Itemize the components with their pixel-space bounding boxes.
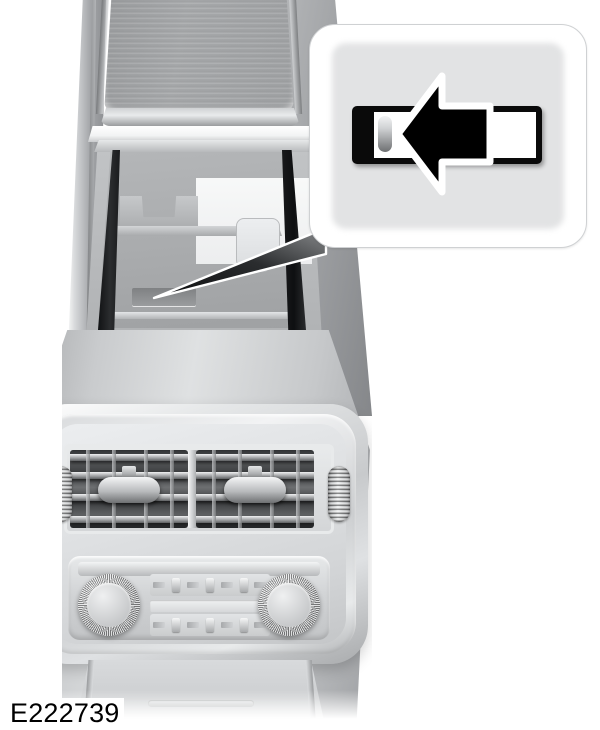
latch-tab-icon xyxy=(378,116,392,152)
figure-id-label: E222739 xyxy=(6,698,124,728)
temperature-icon xyxy=(254,582,267,588)
climate-button[interactable] xyxy=(205,618,214,632)
seat-heat-icon xyxy=(153,622,166,628)
air-vent-right[interactable] xyxy=(196,450,314,528)
armrest-lip xyxy=(100,108,300,126)
climate-panel-topbar xyxy=(78,562,320,576)
fan-icon xyxy=(153,582,166,588)
vent-louver xyxy=(196,516,314,523)
airflow-icon xyxy=(187,582,200,588)
climate-button[interactable] xyxy=(205,578,214,592)
armrest-gap xyxy=(88,126,316,142)
air-vent-left[interactable] xyxy=(70,450,188,528)
kick-panel-slot xyxy=(148,700,254,707)
defrost-icon xyxy=(220,582,233,588)
power-icon xyxy=(254,622,267,628)
storage-bin-rim xyxy=(94,140,314,152)
storage-bin-floor-edge xyxy=(104,312,300,319)
climate-display xyxy=(150,600,270,612)
armrest-lid xyxy=(104,0,294,114)
background-mask-left xyxy=(0,0,62,730)
climate-knob-right[interactable] xyxy=(258,574,320,636)
vent-louver xyxy=(70,454,188,461)
vent-knob-stem xyxy=(122,466,136,478)
recirculate-icon xyxy=(187,622,200,628)
climate-knob-left[interactable] xyxy=(78,574,140,636)
vent-fin xyxy=(296,450,300,528)
vent-fin xyxy=(170,450,174,528)
vent-thumbwheel-right[interactable] xyxy=(328,466,350,522)
leader-pointer xyxy=(152,226,328,300)
climate-button[interactable] xyxy=(239,618,248,632)
climate-button[interactable] xyxy=(172,618,181,632)
storage-bin-ledge xyxy=(112,226,282,236)
vent-adjuster-knob[interactable] xyxy=(98,477,160,503)
vent-fin xyxy=(212,450,216,528)
vent-louver xyxy=(196,454,314,461)
climate-button-row-top[interactable] xyxy=(150,574,270,596)
console-left-rail-edge xyxy=(86,0,96,370)
vent-fin xyxy=(86,450,90,528)
climate-button[interactable] xyxy=(172,578,181,592)
background-mask-right xyxy=(372,250,600,730)
vent-knob-stem xyxy=(248,466,262,478)
climate-button[interactable] xyxy=(239,578,248,592)
vent-louver xyxy=(70,516,188,523)
climate-button-row-bottom[interactable] xyxy=(150,614,270,636)
vent-center-divider xyxy=(188,450,198,528)
auto-icon xyxy=(220,622,233,628)
left-arrow-icon xyxy=(394,72,494,196)
vent-adjuster-knob[interactable] xyxy=(224,477,286,503)
